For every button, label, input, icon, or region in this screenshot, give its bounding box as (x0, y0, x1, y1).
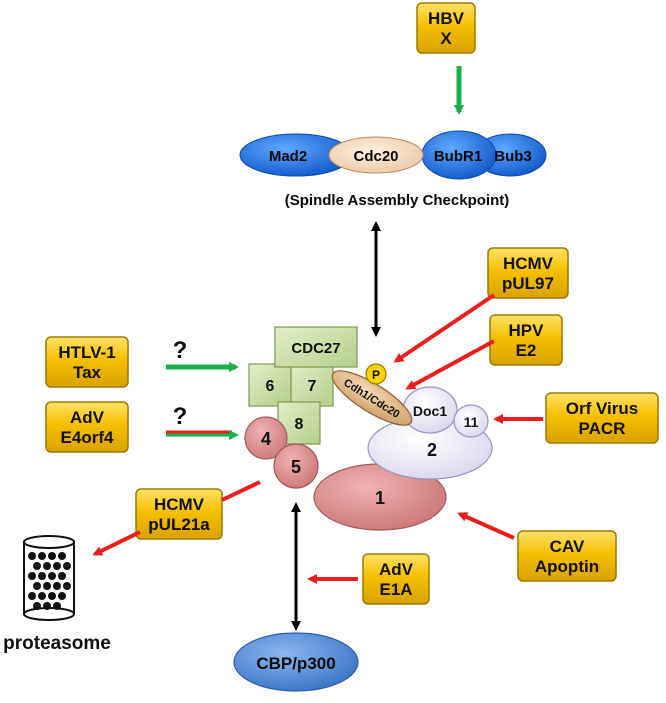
doc1-label: Doc1 (413, 403, 447, 419)
viral-box-cav: CAV Apoptin (517, 530, 617, 582)
cdc27-label: CDC27 (291, 340, 340, 357)
apc-subunit-4 (244, 416, 288, 460)
apc-subunit-6-label: 6 (266, 378, 275, 395)
viral-box-adv-e4orf4-line2: E4orf4 (61, 428, 114, 447)
viral-box-hbv-line2: X (440, 29, 452, 48)
apc-subunit-11 (453, 404, 489, 438)
apc-subunit-4-label: 4 (261, 429, 271, 449)
proteasome-label: proteasome (3, 633, 111, 654)
phosphate-label: P (372, 368, 380, 382)
viral-box-hcmv-pul21a-line1: HCMV (154, 495, 205, 514)
cbp-p300-label: CBP/p300 (256, 654, 335, 673)
viral-box-orf-line2: PACR (579, 419, 626, 438)
apc-subunit-11-label: 11 (464, 414, 479, 430)
bub3-label: Bub3 (494, 148, 532, 165)
viral-box-hpv-line2: E2 (516, 341, 537, 360)
cdc27-block (274, 326, 358, 368)
phosphate-marker (365, 363, 387, 385)
viral-box-adv-e4orf4-line1: AdV (70, 408, 105, 427)
apc-subunit-8-label: 8 (295, 416, 304, 433)
bubr1-label: BubR1 (434, 148, 482, 165)
viral-box-hcmv-pul97-line1: HCMV (503, 254, 554, 273)
question-mark-htlv: ? (173, 337, 188, 364)
question-mark-adv: ? (173, 403, 188, 430)
viral-box-adv-e4orf4: AdV E4orf4 (45, 401, 129, 453)
viral-box-hpv: HPV E2 (489, 314, 563, 366)
sac-caption: (Spindle Assembly Checkpoint) (285, 192, 509, 209)
cdh1-cdc20-node (331, 370, 413, 426)
viral-box-orf: Orf Virus PACR (545, 392, 659, 444)
apc-subunit-5 (273, 443, 319, 489)
viral-box-hcmv-pul21a-line2: pUL21a (148, 515, 210, 534)
viral-box-cav-line1: CAV (550, 537, 585, 556)
mad2-label: Mad2 (269, 148, 307, 165)
viral-box-adv-e1a-line1: AdV (379, 560, 414, 579)
cbp-p300-node: CBP/p300 (233, 632, 359, 692)
spindle-assembly-checkpoint: Mad2 Cdc20 BubR1 Bub3 (Spindle Assembly … (239, 130, 547, 209)
apc-subunit-5-label: 5 (291, 457, 301, 477)
apc-subunit-1-label: 1 (375, 488, 385, 508)
viral-box-adv-e1a-line2: E1A (379, 580, 412, 599)
arrow-hcmv-pul21a-to-proteasome (92, 530, 141, 556)
viral-box-orf-line1: Orf Virus (566, 399, 638, 418)
viral-box-hcmv-pul97-line2: pUL97 (502, 274, 554, 293)
arrow-hpv-e2 (405, 339, 495, 390)
viral-box-htlv-line1: HTLV-1 (58, 343, 115, 362)
proteasome-icon (23, 535, 75, 621)
apc-subunit-7-label: 7 (308, 378, 317, 395)
viral-box-hpv-line1: HPV (509, 321, 545, 340)
viral-box-cav-line2: Apoptin (535, 557, 599, 576)
viral-box-hcmv-pul97: HCMV pUL97 (487, 247, 569, 299)
apc-subunit-6 (248, 363, 292, 407)
line-apc-to-hcmv-pul21a (221, 480, 261, 502)
viral-box-hcmv-pul21a: HCMV pUL21a (135, 488, 223, 540)
viral-box-htlv: HTLV-1 Tax (45, 336, 129, 388)
cdc20-node (328, 136, 424, 174)
arrow-cav-apoptin (457, 512, 515, 540)
cdc20-label: Cdc20 (353, 148, 398, 165)
apc-complex: 1 2 Doc1 11 6 7 CDC27 8 4 5 Cdh1/Cdc20 P (244, 326, 493, 531)
viral-box-htlv-line2: Tax (73, 363, 102, 382)
arrow-hcmv-pul97 (393, 293, 496, 363)
viral-box-hbv-line1: HBV (428, 9, 465, 28)
apc-subunit-2-label: 2 (427, 440, 437, 460)
viral-box-hbv: HBV X (416, 2, 476, 54)
viral-box-adv-e1a: AdV E1A (362, 553, 430, 605)
